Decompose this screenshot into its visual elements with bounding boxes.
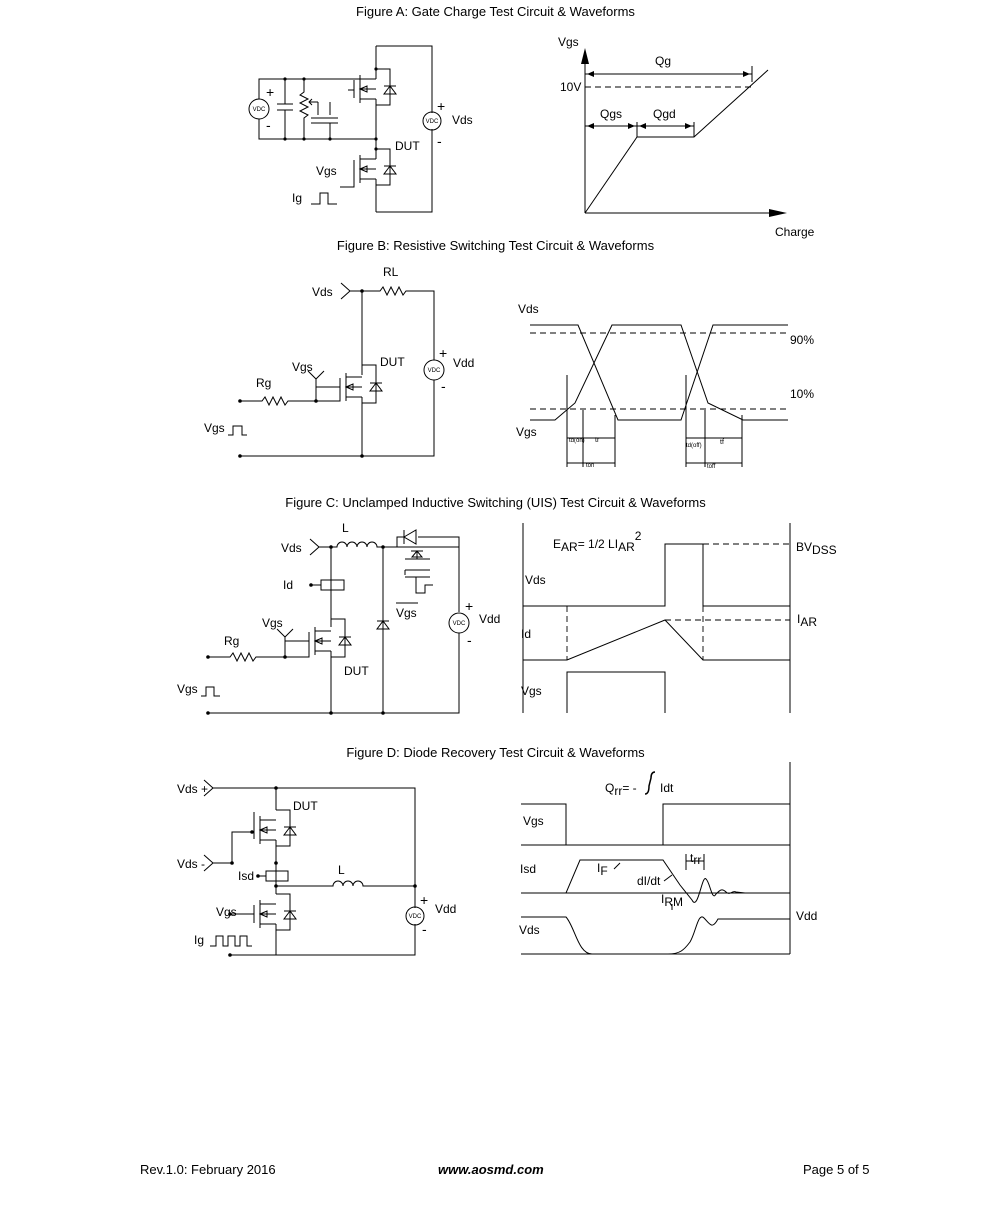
wave-b-vgs-label: Vgs [516, 425, 537, 439]
ig-label: Ig [292, 191, 302, 205]
qgd-label: Qgd [653, 107, 676, 121]
didt-label: dI/dt [637, 874, 661, 888]
resistive-switching-circuit: Vds RL VDC + - Vdd DUT Vgs Rg Vgs [204, 265, 474, 458]
rg-label: Rg [224, 634, 239, 648]
wave-a-y-axis-label: Vgs [558, 35, 579, 49]
ton-label: ton [586, 463, 594, 469]
rg-label: Rg [256, 376, 271, 390]
iar-label: IAR [797, 612, 817, 629]
if-label: IF [597, 861, 608, 878]
figure-d-title: Figure D: Diode Recovery Test Circuit & … [346, 745, 645, 760]
vdd-plus: + [465, 598, 473, 614]
toff-label: toff [707, 464, 716, 470]
gate-charge-circuit: VDC + - VDC + - Vds DUT Vgs Ig [248, 45, 473, 213]
irm-label: IRM [661, 892, 683, 909]
figure-c-drawing: Vds L Vgs Id VDC + - Vdd Vgs Rg DUT Vgs [177, 521, 837, 715]
percent-90-label: 90% [790, 333, 814, 347]
vdd-minus: - [422, 921, 427, 937]
level-10v-label: 10V [560, 80, 581, 94]
vdc-right-minus: - [437, 133, 442, 149]
vdd-label: Vdd [435, 902, 456, 916]
qgs-label: Qgs [600, 107, 622, 121]
vdd-plus: + [439, 345, 447, 361]
vds-plus-label: Vds + [177, 782, 208, 796]
vgs-input-label: Vgs [177, 682, 198, 696]
wave-c-id-label: Id [521, 627, 531, 641]
figure-a-title: Figure A: Gate Charge Test Circuit & Wav… [356, 4, 635, 19]
tf-label: tf [720, 439, 724, 446]
vdc-left-plus: + [266, 84, 274, 100]
l-label: L [338, 863, 345, 877]
diode-recovery-circuit: Vds + Vds - DUT Isd L Vgs Ig VDC + - Vdd [177, 779, 456, 957]
isd-label: Isd [238, 869, 254, 883]
dut-label: DUT [293, 799, 318, 813]
footer-revision: Rev.1.0: February 2016 [140, 1162, 276, 1177]
figure-b-drawing: Vds RL VDC + - Vdd DUT Vgs Rg Vgs Vds Vg… [204, 265, 814, 470]
l-label: L [342, 521, 349, 535]
figure-c-title: Figure C: Unclamped Inductive Switching … [285, 495, 706, 510]
td-off-label: td(off) [686, 443, 702, 449]
vds-minus-label: Vds - [177, 857, 205, 871]
vdd-label: Vdd [479, 612, 500, 626]
vgs-label: Vgs [216, 905, 237, 919]
vdc-source-left-label: VDC [253, 107, 266, 113]
qrr-integral-label: Idt [660, 781, 674, 795]
wave-d-vgs-label: Vgs [523, 814, 544, 828]
footer-page-number: Page 5 of 5 [803, 1162, 870, 1177]
ig-label: Ig [194, 933, 204, 947]
vdc-left-minus: - [266, 117, 271, 133]
td-on-label: td(on) [569, 438, 585, 444]
ear-formula: EAR= 1/2 LIAR2 [553, 529, 642, 554]
dut-label: DUT [344, 664, 369, 678]
tr-label: tr [595, 437, 600, 444]
dut-label: DUT [380, 355, 405, 369]
vgs-input-label: Vgs [204, 421, 225, 435]
trr-label: trr [690, 851, 701, 867]
wave-c-vgs-label: Vgs [521, 684, 542, 698]
dut-label: DUT [395, 139, 420, 153]
qg-label: Qg [655, 54, 671, 68]
vdd-minus: - [467, 632, 472, 648]
vds-label: Vds [452, 113, 473, 127]
vdc-source-label: VDC [428, 368, 441, 374]
footer-website[interactable]: www.aosmd.com [438, 1162, 544, 1177]
vgs-bar-label: Vgs [396, 606, 417, 620]
gate-charge-waveform: Vgs Charge Qg 10V Qgs Qgd [558, 35, 815, 239]
figure-d-drawing: Vds + Vds - DUT Isd L Vgs Ig VDC + - Vdd [177, 762, 817, 957]
vgs-label: Vgs [316, 164, 337, 178]
vdc-source-label: VDC [453, 621, 466, 627]
vds-label: Vds [281, 541, 302, 555]
vgs-label: Vgs [292, 360, 313, 374]
vds-label: Vds [312, 285, 333, 299]
uis-waveform: EAR= 1/2 LIAR2 BVDSS Vds Id Vgs IAR [521, 523, 837, 713]
vdc-source-label: VDC [409, 914, 422, 920]
wave-d-vdd-label: Vdd [796, 909, 817, 923]
vdd-plus: + [420, 892, 428, 908]
vdd-minus: - [441, 378, 446, 394]
uis-circuit: Vds L Vgs Id VDC + - Vdd Vgs Rg DUT Vgs [177, 521, 500, 715]
wave-d-isd-label: Isd [520, 862, 536, 876]
vdd-label: Vdd [453, 356, 474, 370]
vdc-right-plus: + [437, 98, 445, 114]
wave-a-x-axis-label: Charge [775, 225, 815, 239]
wave-b-vds-label: Vds [518, 302, 539, 316]
vdc-source-right-label: VDC [426, 119, 439, 125]
figure-b-title: Figure B: Resistive Switching Test Circu… [336, 238, 655, 253]
diode-recovery-waveform: Qrr= - Idt Vgs Isd IF dI/dt trr IRM Vds … [519, 762, 817, 955]
resistive-switching-waveform: Vds Vgs 90% 10% td(on) tr ton td(off) tf… [516, 302, 814, 470]
wave-d-vds-label: Vds [519, 923, 540, 937]
figure-a-drawing: VDC + - VDC + - Vds DUT Vgs Ig [248, 35, 815, 239]
wave-c-vds-label: Vds [525, 573, 546, 587]
percent-10-label: 10% [790, 387, 814, 401]
vgs-label: Vgs [262, 616, 283, 630]
rl-label: RL [383, 265, 399, 279]
qrr-formula: Qrr= - [605, 781, 637, 798]
id-label: Id [283, 578, 293, 592]
bvdss-label: BVDSS [796, 540, 837, 557]
